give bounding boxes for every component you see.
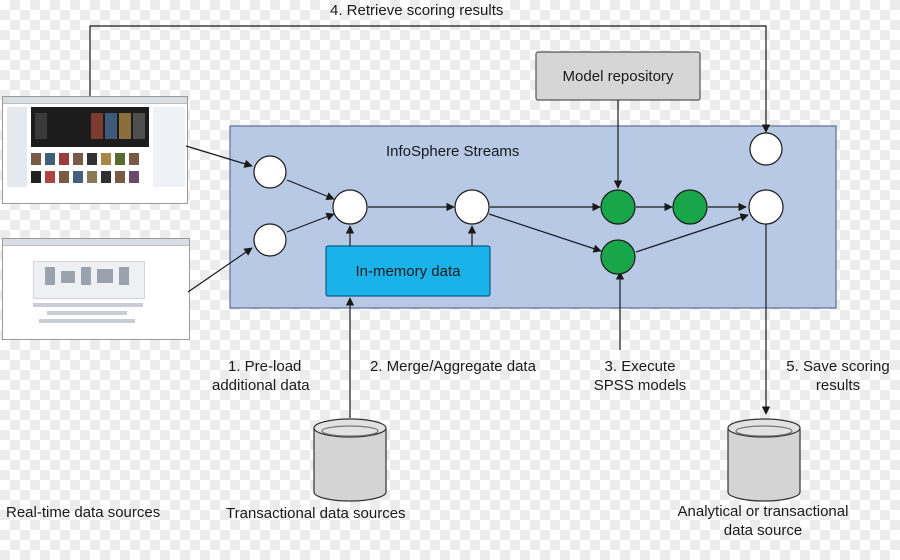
realtime-sources-label: Real-time data sources	[6, 504, 160, 521]
flow-edges	[89, 25, 771, 418]
step3-label-line2: SPSS models	[594, 377, 687, 394]
retrieve-node	[749, 132, 783, 166]
analytical-db-icon	[727, 418, 801, 502]
input-node-2	[253, 223, 287, 257]
step1-label-line1: 1. Pre-load	[228, 358, 301, 375]
transactional-sources-label: Transactional data sources	[226, 505, 406, 522]
output-node	[748, 189, 784, 225]
realtime-edge-2	[187, 247, 253, 293]
product-store-screenshot	[2, 238, 190, 340]
analytical-source-label-line2: data source	[724, 522, 802, 539]
transactional-db-icon	[313, 418, 387, 502]
container-label: InfoSphere Streams	[386, 143, 519, 160]
aggregate-to-score2	[488, 213, 602, 253]
score2-to-output	[635, 213, 749, 253]
step2-label: 2. Merge/Aggregate data	[370, 358, 537, 375]
music-store-screenshot	[2, 96, 188, 204]
step3-label-line1: 3. Execute	[605, 358, 676, 375]
input-node-1	[253, 155, 287, 189]
retrieve-loop-edge	[89, 25, 771, 133]
step1-label-line2: additional data	[212, 377, 310, 394]
infosphere-streams-container	[229, 125, 837, 309]
in-memory-data-box	[325, 245, 491, 297]
score-node-1	[600, 189, 636, 225]
aggregate-node	[454, 189, 490, 225]
merge-node	[332, 189, 368, 225]
in-memory-data-label: In-memory data	[355, 263, 461, 280]
flow-nodes	[253, 132, 784, 275]
step5-label-line2: results	[816, 377, 860, 394]
input2-to-merge	[286, 212, 335, 233]
score-node-3	[672, 189, 708, 225]
step5-label-line1: 5. Save scoring	[786, 358, 889, 375]
input1-to-merge	[286, 179, 335, 201]
score-node-2	[600, 239, 636, 275]
step4-label: 4. Retrieve scoring results	[330, 2, 503, 19]
realtime-edge-1	[185, 145, 253, 168]
model-repository-label: Model repository	[563, 68, 674, 85]
analytical-source-label-line1: Analytical or transactional	[678, 503, 849, 520]
